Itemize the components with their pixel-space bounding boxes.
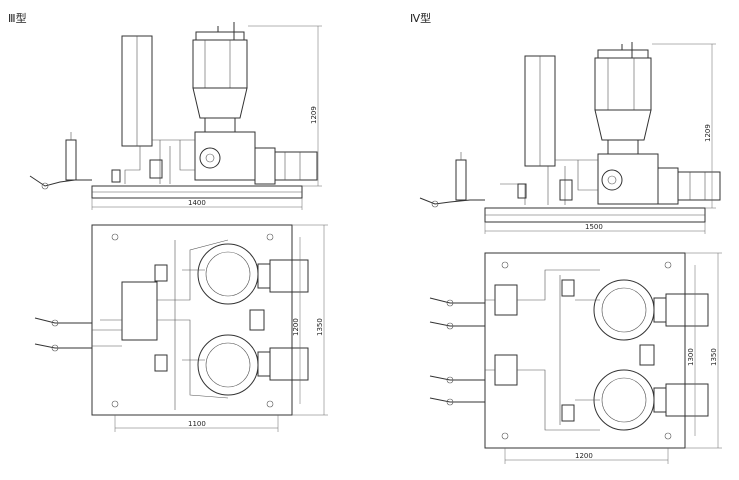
type-iii-dim-depth-outer: 1350 xyxy=(316,318,324,336)
type-iv-plan-view: 1200 1300 1350 xyxy=(429,252,722,464)
type-iv-drawing: Ⅳ型 xyxy=(410,11,722,464)
type-iv-dim-depth-inner: 1300 xyxy=(687,348,695,366)
type-iii-drawing: Ⅲ型 xyxy=(8,11,328,432)
type-iii-label: Ⅲ型 xyxy=(8,11,27,25)
type-iv-dim-depth-outer: 1350 xyxy=(710,348,718,366)
type-iv-dim-plan-width: 1200 xyxy=(575,452,593,460)
type-iii-dim-depth-inner: 1200 xyxy=(292,318,300,336)
type-iv-side-view: 1500 1209 xyxy=(419,42,721,234)
type-iii-dim-height: 1209 xyxy=(310,106,318,124)
type-iii-dim-plan-width: 1100 xyxy=(188,420,206,428)
type-iii-side-view: 1400 1209 xyxy=(29,22,322,210)
type-iv-dim-height: 1209 xyxy=(704,124,712,142)
type-iii-plan-view: 1100 1200 1350 xyxy=(34,224,328,432)
type-iv-dim-side-width: 1500 xyxy=(585,223,603,231)
type-iii-dim-side-width: 1400 xyxy=(188,199,206,207)
type-iv-label: Ⅳ型 xyxy=(410,11,431,25)
